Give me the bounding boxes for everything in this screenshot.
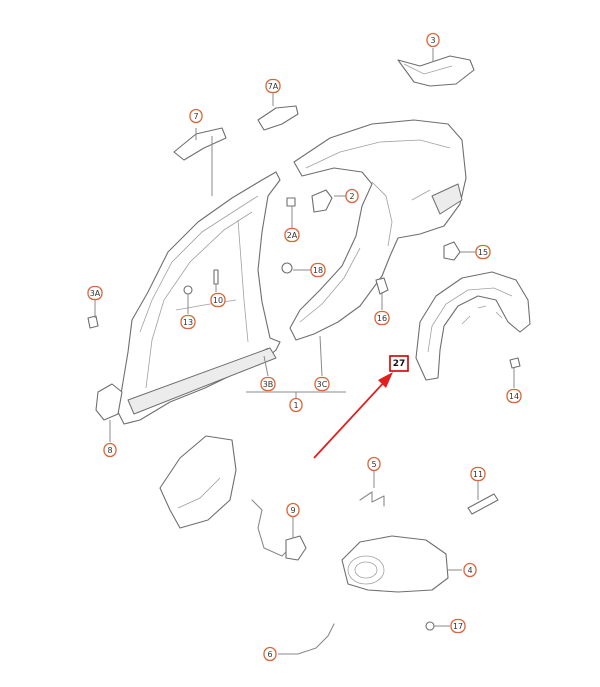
part-13-plug	[183, 285, 193, 295]
callout-badge-ring	[314, 376, 330, 392]
callout-badge-ring	[470, 466, 486, 482]
callout-badge-18: 18	[310, 262, 326, 278]
part-2-lock	[311, 189, 333, 213]
callout-badge-ring	[189, 108, 203, 124]
part-11-rod	[467, 493, 499, 515]
callout-badge-10: 10	[210, 292, 226, 308]
part-4-fuel-door	[341, 535, 449, 593]
callout-badge-label: 3A	[90, 289, 101, 298]
callout-badge-ring	[284, 227, 300, 243]
callout-badge-8: 8	[103, 442, 117, 458]
highlight-arrow	[313, 377, 389, 459]
callout-badge-4: 4	[463, 562, 477, 578]
callout-badge-label: 11	[473, 470, 483, 479]
callout-badge-label: 7A	[268, 82, 279, 91]
part-7a-reinforcement	[257, 105, 299, 131]
callout-badge-label: 7	[193, 112, 198, 121]
callout-badge-ring	[506, 388, 522, 404]
callout-badge-ring	[450, 618, 466, 634]
callout-badge-14: 14	[506, 388, 522, 404]
callout-badge-ring	[475, 244, 491, 260]
part-5-spring	[359, 491, 385, 507]
callout-badge-ring	[103, 442, 117, 458]
callout-badge-13: 13	[180, 314, 196, 330]
callout-badge-ring	[367, 456, 381, 472]
callout-badge-ring	[289, 397, 303, 413]
callout-badge-ring	[87, 285, 103, 301]
part-9-cable	[251, 499, 293, 557]
callout-badge-label: 8	[107, 446, 112, 455]
part-16-grommet	[375, 277, 389, 295]
callout-badge-3: 3	[426, 32, 440, 48]
callout-badge-label: 3	[430, 36, 435, 45]
part-6-cable	[297, 623, 335, 655]
callout-badge-label: 2	[349, 192, 354, 201]
callout-badge-ring	[210, 292, 226, 308]
leader-lines	[94, 48, 515, 655]
callout-badge-label: 9	[290, 506, 295, 515]
highlight-arrow-head	[378, 372, 393, 388]
part-3-bracket	[397, 55, 475, 87]
part-3a-clip	[87, 315, 99, 329]
callout-badge-ring	[263, 646, 277, 662]
fuel-filler-panel	[159, 435, 237, 529]
part-2a-clip	[286, 197, 296, 207]
highlight-label: 27	[393, 359, 406, 369]
callout-badge-ring	[310, 262, 326, 278]
part-15-nut	[443, 241, 461, 261]
callout-badge-label: 3C	[317, 380, 328, 389]
callout-badge-ring	[180, 314, 196, 330]
part-10-pin	[213, 269, 219, 285]
callout-badge-label: 6	[267, 650, 272, 659]
callout-badge-15: 15	[475, 244, 491, 260]
callout-badge-label: 5	[371, 460, 376, 469]
callout-badge-3c: 3C	[314, 376, 330, 392]
callout-badge-7a: 7A	[265, 78, 281, 94]
callout-badge-1: 1	[289, 397, 303, 413]
callout-badges: 1 2 2A 3 3A 3B 3C 4 5 6 7 7A 8 9 10 11 13 14 15 16 17 18	[87, 32, 522, 662]
callout-badge-label: 4	[467, 566, 472, 575]
part-8-bracket	[95, 383, 123, 421]
callout-badge-label: 16	[377, 314, 387, 323]
callout-badge-label: 2A	[287, 231, 298, 240]
callout-badge-16: 16	[374, 310, 390, 326]
callout-badge-ring	[345, 188, 359, 204]
callout-badge-label: 17	[453, 622, 463, 631]
callout-badge-5: 5	[367, 456, 381, 472]
callout-badge-label: 15	[478, 248, 488, 257]
highlight-callout: 27	[313, 355, 409, 459]
callout-badge-ring	[426, 32, 440, 48]
callout-badge-2: 2	[345, 188, 359, 204]
rear-quarter-panel	[289, 119, 467, 341]
part-9-actuator	[285, 535, 307, 561]
callout-badge-label: 14	[509, 392, 519, 401]
callout-badge-ring	[260, 376, 276, 392]
callout-badge-9: 9	[286, 502, 300, 518]
part-14-screw	[509, 357, 521, 369]
highlight-box	[389, 355, 409, 372]
callout-badge-label: 18	[313, 266, 323, 275]
part-18-grommet	[281, 262, 293, 274]
callout-badge-ring	[286, 502, 300, 518]
body-side-panel	[117, 171, 281, 425]
callout-badge-3a: 3A	[87, 285, 103, 301]
callout-badge-11: 11	[470, 466, 486, 482]
callout-badge-2a: 2A	[284, 227, 300, 243]
callout-badge-ring	[265, 78, 281, 94]
callout-badge-label: 13	[183, 318, 193, 327]
callout-badge-label: 10	[213, 296, 223, 305]
part-7-reinforcement	[173, 127, 227, 161]
callout-badge-3b: 3B	[260, 376, 276, 392]
callout-badge-ring	[374, 310, 390, 326]
callout-badge-7: 7	[189, 108, 203, 124]
callout-badge-17: 17	[450, 618, 466, 634]
callout-badge-ring	[463, 562, 477, 578]
callout-badge-label: 1	[293, 401, 298, 410]
wheel-housing-liner	[415, 271, 531, 381]
callout-badge-6: 6	[263, 646, 277, 662]
part-17-screw	[425, 621, 435, 631]
callout-badge-label: 3B	[263, 380, 274, 389]
